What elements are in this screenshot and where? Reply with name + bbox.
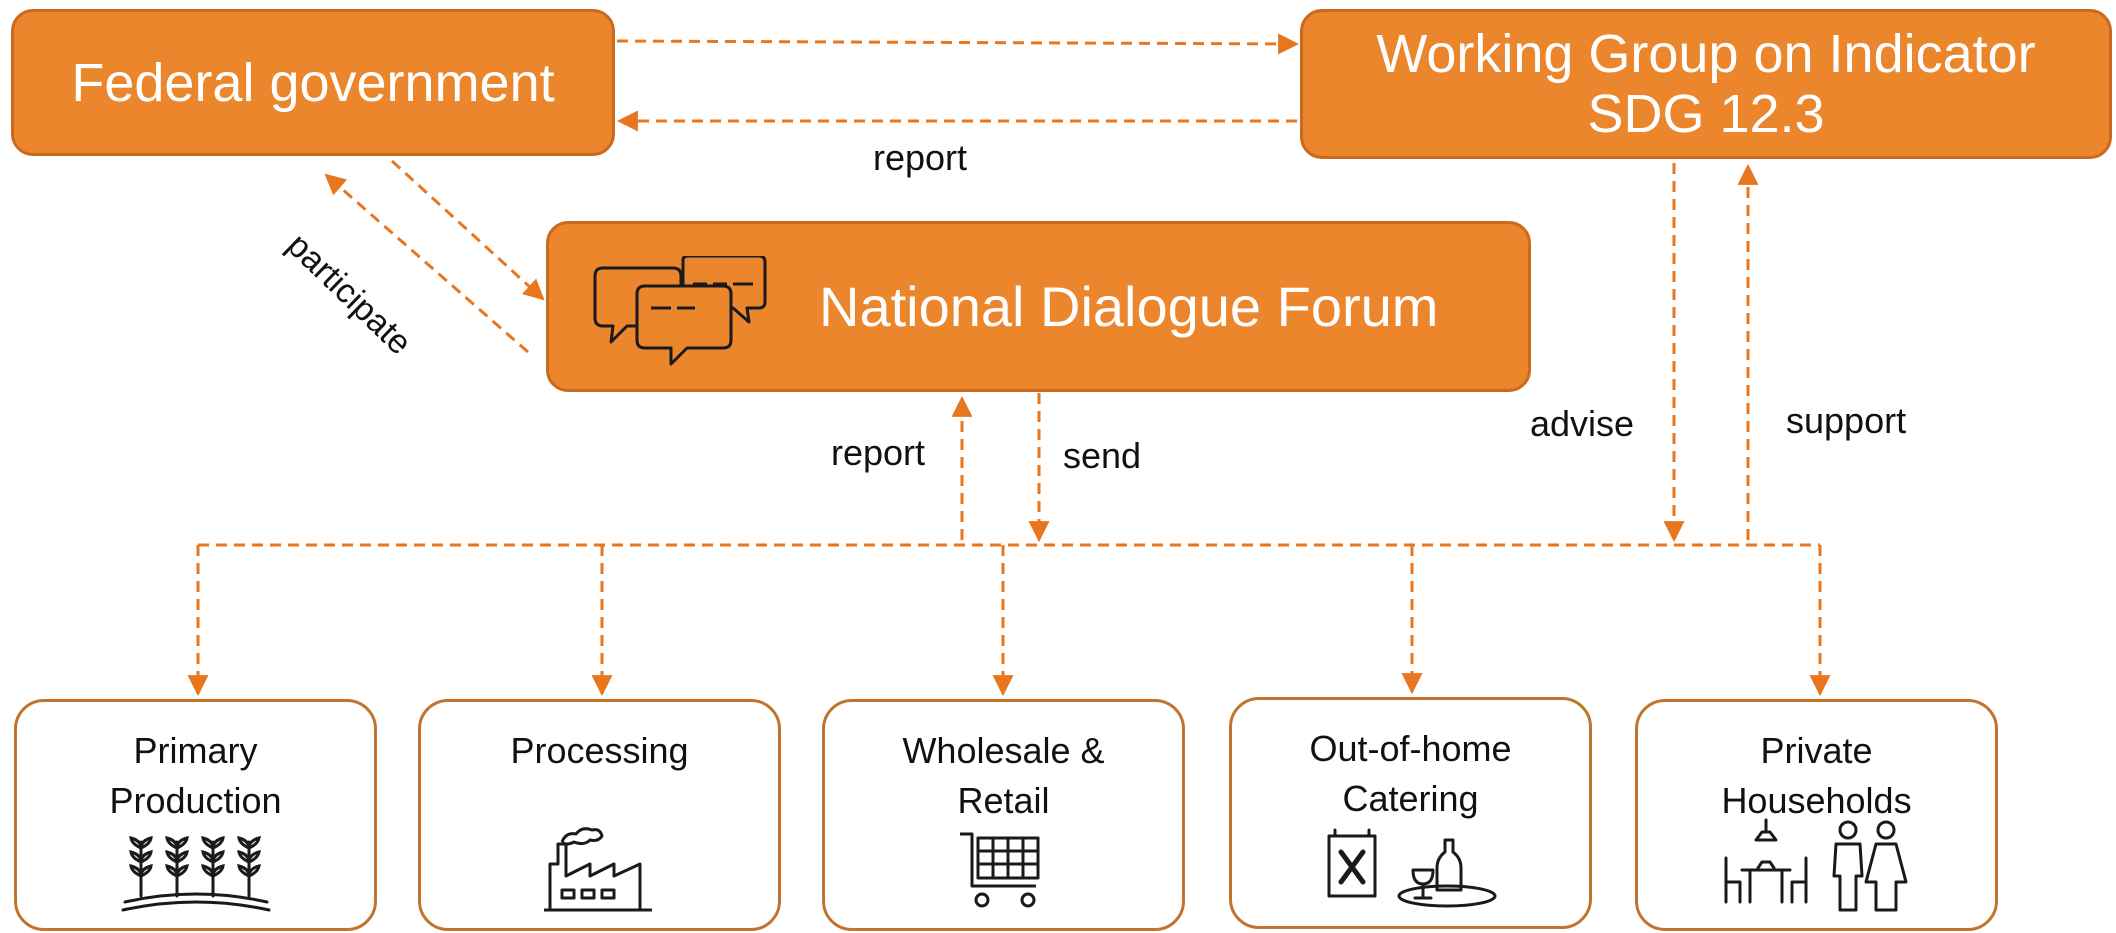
sector-primary-production: Primary Production (14, 699, 377, 931)
sector-label-processing: Processing (510, 730, 689, 771)
sector-out-of-home-catering: Out-of-home Catering (1229, 697, 1592, 929)
federal-government-label: Federal government (71, 52, 555, 113)
sector-wholesale-retail: Wholesale & Retail (822, 699, 1185, 931)
sector-label-private-households: Private Households (1721, 730, 1912, 822)
wheat-icon (121, 835, 270, 912)
edge-label-report-top: report (873, 137, 968, 178)
national-dialogue-forum-node: National Dialogue Forum (546, 221, 1531, 392)
federal-government-node: Federal government (11, 9, 615, 156)
edge-label-advise: advise (1530, 403, 1635, 444)
sector-label-wholesale-retail: Wholesale & Retail (902, 730, 1105, 822)
edge-label-report-mid: report (831, 432, 926, 473)
sector-processing: Processing (418, 699, 781, 931)
national-dialogue-forum-label: National Dialogue Forum (819, 275, 1439, 338)
arrow-forum-to-federal (324, 173, 529, 354)
arrow-federal-to-working (616, 33, 1300, 55)
menu-and-dining-icon (1327, 828, 1496, 908)
family-and-dining-table-icon (1724, 818, 1907, 912)
shopping-cart-icon (959, 832, 1039, 908)
edge-label-send: send (1063, 435, 1142, 476)
sector-private-households: Private Households (1635, 699, 1998, 931)
working-group-node: Working Group on Indicator SDG 12.3 (1300, 9, 2112, 159)
working-group-label-line1: Working Group on Indicator (1376, 23, 2036, 84)
edge-label-support: support (1786, 400, 1907, 441)
factory-icon (543, 827, 652, 912)
sector-label-primary-production: Primary Production (109, 730, 282, 822)
working-group-label-line2: SDG 12.3 (1587, 84, 1825, 144)
sector-label-out-of-home-catering: Out-of-home Catering (1309, 728, 1512, 820)
chat-bubbles-icon (593, 256, 767, 366)
arrow-federal-to-forum (390, 159, 545, 301)
